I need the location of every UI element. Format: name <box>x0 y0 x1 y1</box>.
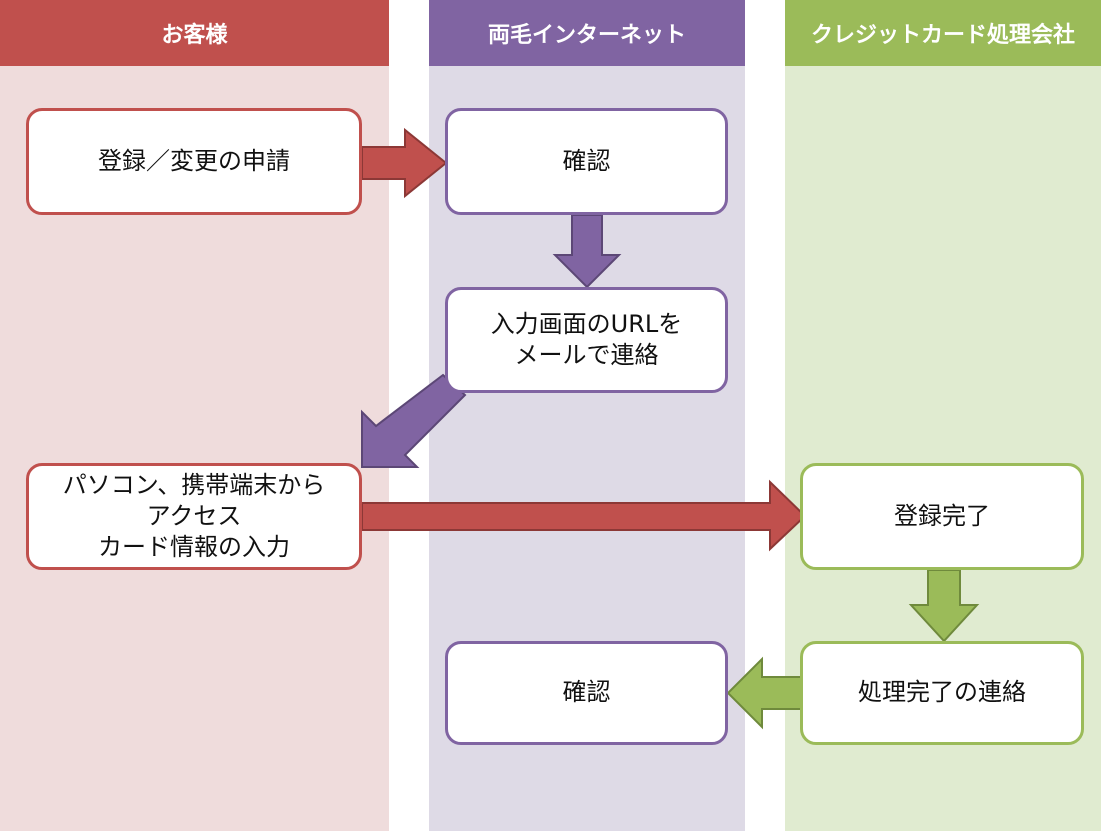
step-cc-notify-done: 処理完了の連絡 <box>800 641 1084 745</box>
step-isp-confirm-1: 確認 <box>445 108 728 215</box>
arrow-url-to-input <box>361 373 467 468</box>
lane-header-cc: クレジットカード処理会社 <box>785 0 1101 66</box>
arrow-request-to-confirm <box>361 127 448 199</box>
lane-header-customer: お客様 <box>0 0 389 66</box>
step-isp-confirm-2: 確認 <box>445 641 728 745</box>
step-customer-request: 登録／変更の申請 <box>26 108 362 215</box>
step-customer-input: パソコン、携帯端末から アクセス カード情報の入力 <box>26 463 362 570</box>
arrow-notify-to-confirm <box>726 656 803 730</box>
step-isp-send-url: 入力画面のURLを メールで連絡 <box>445 287 728 393</box>
lane-header-isp: 両毛インターネット <box>429 0 745 66</box>
step-cc-register-done: 登録完了 <box>800 463 1084 570</box>
arrow-confirm-to-url <box>552 214 622 289</box>
arrow-register-to-notify <box>908 569 980 643</box>
arrow-input-to-register <box>361 479 807 552</box>
